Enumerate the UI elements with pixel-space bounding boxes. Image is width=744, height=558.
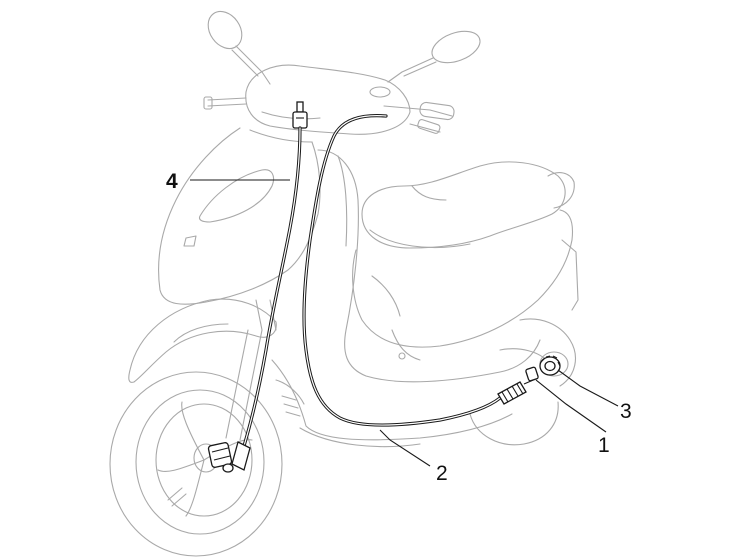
leader-1 [535,379,607,433]
part-3-drive-gear [539,355,561,376]
right-mirror [387,30,481,83]
upper-connector [292,101,308,129]
cable-2 [302,114,502,427]
handlebar-headset [203,64,455,135]
parts [207,101,561,473]
part-1-coupling [525,366,539,382]
callout-2: 2 [436,462,448,485]
seat [361,161,575,249]
callout-1: 1 [598,434,610,457]
left-mirror [207,10,271,85]
front-fairing [158,127,321,305]
callout-3: 3 [620,400,632,423]
callout-labels: 4 2 1 3 [166,170,632,485]
leader-lines [190,179,619,467]
front-fork [225,299,277,441]
leader-3 [557,369,619,407]
leader-2 [379,429,431,467]
rear-wheel-engine [469,318,576,446]
scooter-outline [109,10,579,557]
spring-adapter [497,377,539,405]
front-mudguard [128,298,277,383]
rear-body-panel [352,209,579,361]
floorboard-body [271,149,541,448]
front-hub-drive [207,441,251,473]
front-wheel [109,371,283,557]
cable-4 [242,126,302,448]
callout-4: 4 [166,170,178,193]
